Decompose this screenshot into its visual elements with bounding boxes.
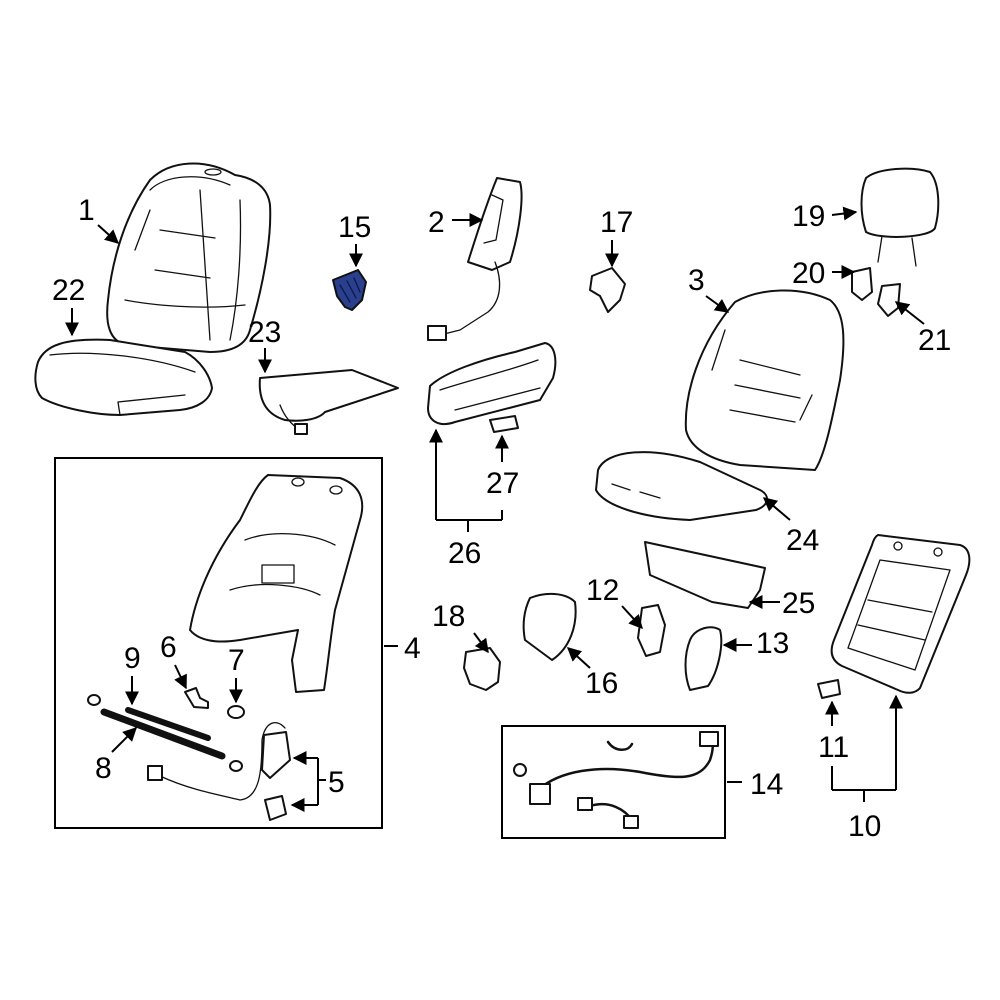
part-20-headrest-guide[interactable]: [851, 267, 873, 301]
part-12-bracket[interactable]: [637, 604, 666, 657]
callout-16: 16: [585, 667, 618, 700]
leader-8: [111, 727, 137, 753]
part-2-side-trim[interactable]: [427, 177, 523, 341]
part-19-headrest[interactable]: [860, 167, 940, 267]
leader-19: [831, 206, 858, 221]
group-box-4: [54, 457, 383, 829]
part-9-rod[interactable]: [87, 694, 211, 741]
part-18-bracket[interactable]: [463, 647, 501, 691]
part-10-back-panel[interactable]: [830, 534, 971, 694]
part-23-heater-pad[interactable]: [258, 369, 399, 435]
part-13-cover[interactable]: [684, 626, 723, 691]
leader-1: [97, 224, 120, 244]
part-11-clip[interactable]: [817, 679, 841, 699]
part-27-clip[interactable]: [489, 415, 519, 433]
callout-4: 4: [404, 632, 421, 665]
callout-3: 3: [688, 264, 705, 297]
leader-21: [894, 301, 925, 325]
part-1-seat-back-cover[interactable]: [106, 162, 272, 353]
part-3-seat-back-trim[interactable]: [684, 289, 845, 471]
part-17-bracket[interactable]: [589, 267, 626, 313]
callout-21: 21: [918, 324, 951, 357]
callout-9: 9: [124, 642, 141, 675]
callout-10: 10: [848, 810, 881, 843]
part-15-shape: [332, 269, 367, 311]
callout-25: 25: [782, 587, 815, 620]
callout-24: 24: [786, 524, 819, 557]
callout-19: 19: [792, 200, 825, 233]
callout-23: 23: [248, 316, 281, 349]
part-21-headrest-guide[interactable]: [877, 283, 901, 317]
callout-22: 22: [52, 274, 85, 307]
leader-6: [174, 664, 187, 690]
callout-15: 15: [338, 211, 371, 244]
part-7-washer[interactable]: [227, 705, 245, 719]
callout-27: 27: [486, 467, 519, 500]
callout-8: 8: [95, 752, 112, 785]
part-5-harness[interactable]: [147, 722, 291, 821]
callout-17: 17: [600, 206, 633, 239]
leader-24: [762, 497, 791, 521]
callout-13: 13: [756, 627, 789, 660]
part-6-bolt[interactable]: [184, 687, 209, 709]
callout-6: 6: [160, 631, 177, 664]
callout-1: 1: [78, 194, 95, 227]
part-26-side-cover[interactable]: [427, 342, 557, 426]
part-15-highlighted-clip[interactable]: [332, 269, 367, 311]
callout-7: 7: [228, 644, 245, 677]
group-box-14: [501, 725, 726, 839]
leader-16: [566, 647, 591, 669]
part-16-cover[interactable]: [522, 592, 577, 661]
callout-12: 12: [586, 574, 619, 607]
callout-20: 20: [792, 257, 825, 290]
part-14-wire-harness[interactable]: [513, 731, 719, 829]
leader-12: [621, 605, 643, 630]
callout-26: 26: [448, 537, 481, 570]
part-8-rod[interactable]: [100, 708, 243, 772]
leader-3: [705, 295, 730, 313]
part-4-seat-back-frame[interactable]: [189, 474, 364, 693]
part-25-wedge[interactable]: [644, 541, 766, 609]
callout-14: 14: [750, 768, 783, 801]
callout-11: 11: [818, 731, 849, 764]
callout-18: 18: [432, 600, 465, 633]
part-22-seat-cushion-cover[interactable]: [34, 338, 213, 416]
callout-2: 2: [428, 206, 445, 239]
leader-18: [473, 632, 489, 654]
callout-5: 5: [328, 766, 345, 799]
